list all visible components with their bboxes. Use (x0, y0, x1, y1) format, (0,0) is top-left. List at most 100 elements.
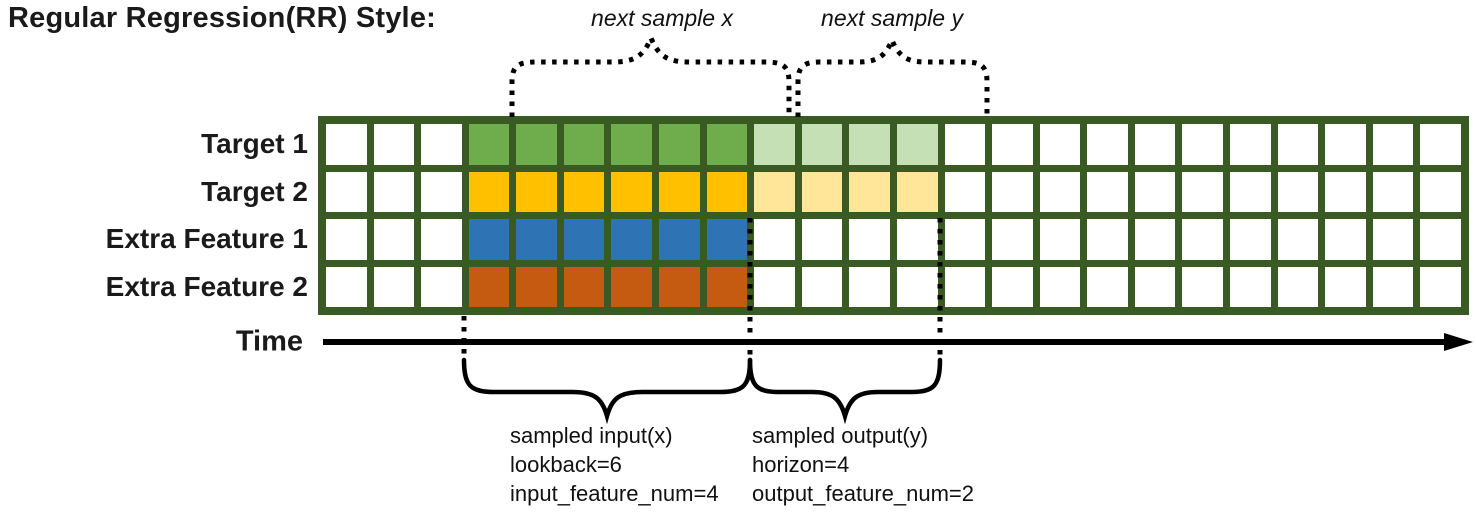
grid-cell (944, 266, 986, 307)
grid-cell (944, 171, 986, 212)
grid-cell (1039, 171, 1081, 212)
grid-cell (849, 124, 890, 165)
grid-cell (1230, 266, 1271, 307)
grid-cell (1325, 219, 1366, 260)
grid-cell (659, 124, 700, 165)
grid-cell (1420, 171, 1461, 212)
grid-cell (373, 171, 415, 212)
grid-cell (896, 266, 938, 307)
grid-cell (326, 219, 367, 260)
grid-cell (944, 219, 986, 260)
sampled-input-title: sampled input(x) (510, 423, 673, 448)
grid-cell (896, 171, 938, 212)
grid-cell (1230, 219, 1271, 260)
grid-cell (516, 219, 557, 260)
grid-cell (801, 219, 843, 260)
grid-cell (326, 124, 367, 165)
grid-cell (1420, 124, 1461, 165)
input-feature-num: input_feature_num=4 (510, 481, 719, 506)
grid-cell (468, 266, 510, 307)
time-axis-label: Time (235, 325, 303, 358)
grid-cell (849, 171, 890, 212)
grid-cell (849, 266, 890, 307)
grid-cell (1087, 124, 1128, 165)
grid-cell (754, 124, 795, 165)
grid-cell (992, 219, 1033, 260)
grid-cell (373, 219, 415, 260)
grid-cell (1039, 124, 1081, 165)
grid-cell (611, 171, 653, 212)
grid-cell (1087, 266, 1128, 307)
grid-cell (563, 266, 605, 307)
grid-cell (611, 219, 653, 260)
grid-cell (611, 266, 653, 307)
time-axis-arrowhead (1444, 333, 1473, 351)
next-sample-x-label: next sample x (591, 5, 733, 31)
grid-cell (659, 266, 700, 307)
grid-cell (754, 266, 795, 307)
grid-cell (801, 124, 843, 165)
grid-cell (1277, 219, 1319, 260)
grid-cell (706, 219, 748, 260)
grid-cell (659, 171, 700, 212)
row-label-target-2: Target 2 (201, 175, 308, 207)
sampled-input-note: sampled input(x) lookback=6 input_featur… (510, 421, 719, 508)
grid-cell (516, 124, 557, 165)
grid-cell (754, 171, 795, 212)
lookback-value: lookback=6 (510, 452, 622, 477)
next-sample-y-brace (795, 33, 990, 117)
grid-cell (1325, 266, 1366, 307)
page-title: Regular Regression(RR) Style: (8, 2, 436, 34)
grid-cell (659, 219, 700, 260)
sampled-input-brace (461, 357, 753, 425)
grid-cell (992, 124, 1033, 165)
grid-cell (421, 124, 462, 165)
grid-cell (1372, 171, 1414, 212)
grid-cell (896, 124, 938, 165)
grid-cell (1039, 219, 1081, 260)
grid-cell (421, 219, 462, 260)
grid-cell (992, 171, 1033, 212)
grid-cell (1039, 266, 1081, 307)
grid-cell (1134, 266, 1176, 307)
grid-cell (373, 266, 415, 307)
grid-cell (944, 124, 986, 165)
grid-cell (1372, 266, 1414, 307)
grid-cell (516, 171, 557, 212)
grid-cell (1182, 171, 1224, 212)
grid-cell (992, 266, 1033, 307)
grid-cell (611, 124, 653, 165)
grid-cell (801, 171, 843, 212)
grid-cell (1372, 124, 1414, 165)
grid-cell (1087, 171, 1128, 212)
grid-cell (801, 266, 843, 307)
grid-cell (1420, 266, 1461, 307)
grid-cell (421, 171, 462, 212)
grid-cell (1182, 124, 1224, 165)
grid-cell (706, 171, 748, 212)
grid-cell (563, 124, 605, 165)
grid-cell (1182, 266, 1224, 307)
grid-cell (563, 219, 605, 260)
grid-cell (706, 124, 748, 165)
grid-cell (1182, 219, 1224, 260)
grid-cell (1420, 219, 1461, 260)
grid-cell (1134, 219, 1176, 260)
row-label-extra-feature-1: Extra Feature 1 (105, 223, 308, 254)
sampled-output-brace (747, 357, 943, 425)
grid-cell (754, 219, 795, 260)
output-feature-num: output_feature_num=2 (752, 481, 975, 506)
next-sample-x-brace (509, 31, 792, 117)
grid-cell (1277, 171, 1319, 212)
grid-cell (1277, 124, 1319, 165)
grid-cell (1230, 171, 1271, 212)
time-grid (318, 116, 1469, 315)
grid-cell (1230, 124, 1271, 165)
grid-cell (1325, 171, 1366, 212)
grid-cell (1277, 266, 1319, 307)
grid-cell (421, 266, 462, 307)
grid-cell (1134, 124, 1176, 165)
grid-cell (468, 219, 510, 260)
grid-cell (896, 219, 938, 260)
